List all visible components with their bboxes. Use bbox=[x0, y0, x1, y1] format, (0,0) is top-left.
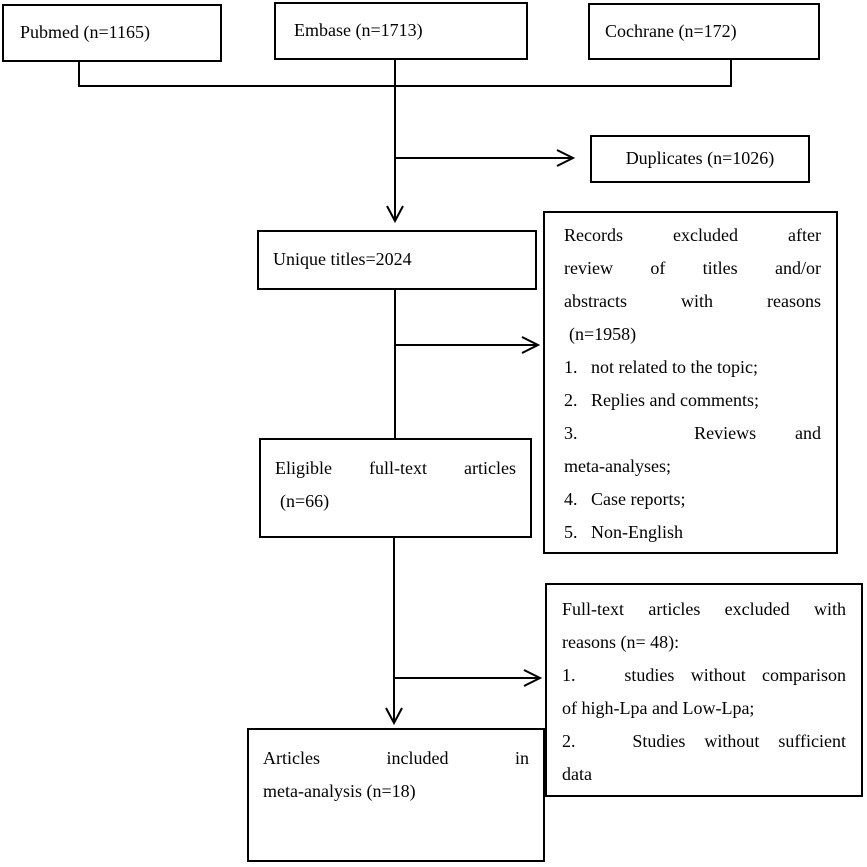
records-line-10: 5. Non-English bbox=[564, 522, 683, 542]
cochrane-label: Cochrane (n=172) bbox=[605, 20, 737, 41]
fulltext-line-5: 2. Studies without sufficient bbox=[562, 731, 846, 751]
arrowhead-down-included bbox=[385, 707, 403, 726]
records-line-5: 1. not related to the topic; bbox=[564, 357, 758, 377]
duplicates-box: Duplicates (n=1026) bbox=[590, 135, 810, 183]
fulltext-line-4: of high-Lpa and Low-Lpa; bbox=[562, 698, 755, 718]
records-line-9: 4. Case reports; bbox=[564, 489, 686, 509]
fulltext-line-3: 1. studies without comparison bbox=[562, 665, 846, 685]
included-line-2: meta-analysis (n=18) bbox=[263, 781, 416, 801]
fulltext-line-1: Full-text articles excluded with bbox=[562, 599, 846, 619]
fulltext-line-2: reasons (n= 48): bbox=[562, 632, 680, 652]
eligible-fulltext-box: Eligible full-text articles (n=66) bbox=[259, 438, 532, 538]
pubmed-box: Pubmed (n=1165) bbox=[2, 4, 222, 62]
eligible-line-1: Eligible full-text articles bbox=[275, 458, 516, 478]
duplicates-label: Duplicates (n=1026) bbox=[625, 148, 775, 169]
records-excluded-box: Records excluded after review of titles … bbox=[543, 211, 838, 554]
articles-included-box: Articles included in meta-analysis (n=18… bbox=[247, 728, 545, 862]
arrowhead-right-duplicates bbox=[556, 149, 576, 167]
records-line-7: 3. Reviews and bbox=[564, 423, 821, 443]
embase-label: Embase (n=1713) bbox=[294, 20, 423, 41]
unique-titles-label: Unique titles=2024 bbox=[273, 249, 412, 270]
fulltext-excluded-box: Full-text articles excluded with reasons… bbox=[545, 583, 863, 797]
records-line-6: 2. Replies and comments; bbox=[564, 390, 759, 410]
arrowhead-down-unique bbox=[386, 205, 404, 224]
records-line-4: (n=1958) bbox=[569, 324, 637, 344]
unique-titles-box: Unique titles=2024 bbox=[257, 230, 537, 290]
eligible-line-2: (n=66) bbox=[280, 491, 330, 511]
records-line-8: meta-analyses; bbox=[564, 456, 671, 476]
records-line-3: abstracts with reasons bbox=[564, 291, 821, 311]
embase-box: Embase (n=1713) bbox=[274, 2, 528, 60]
included-line-1: Articles included in bbox=[263, 748, 529, 768]
arrowhead-right-records bbox=[521, 336, 541, 354]
cochrane-box: Cochrane (n=172) bbox=[588, 3, 820, 60]
pubmed-label: Pubmed (n=1165) bbox=[20, 22, 150, 43]
records-line-2: review of titles and/or bbox=[564, 258, 821, 278]
records-line-1: Records excluded after bbox=[564, 225, 821, 245]
fulltext-line-6: data bbox=[562, 764, 592, 784]
arrowhead-right-fulltext bbox=[523, 669, 543, 687]
